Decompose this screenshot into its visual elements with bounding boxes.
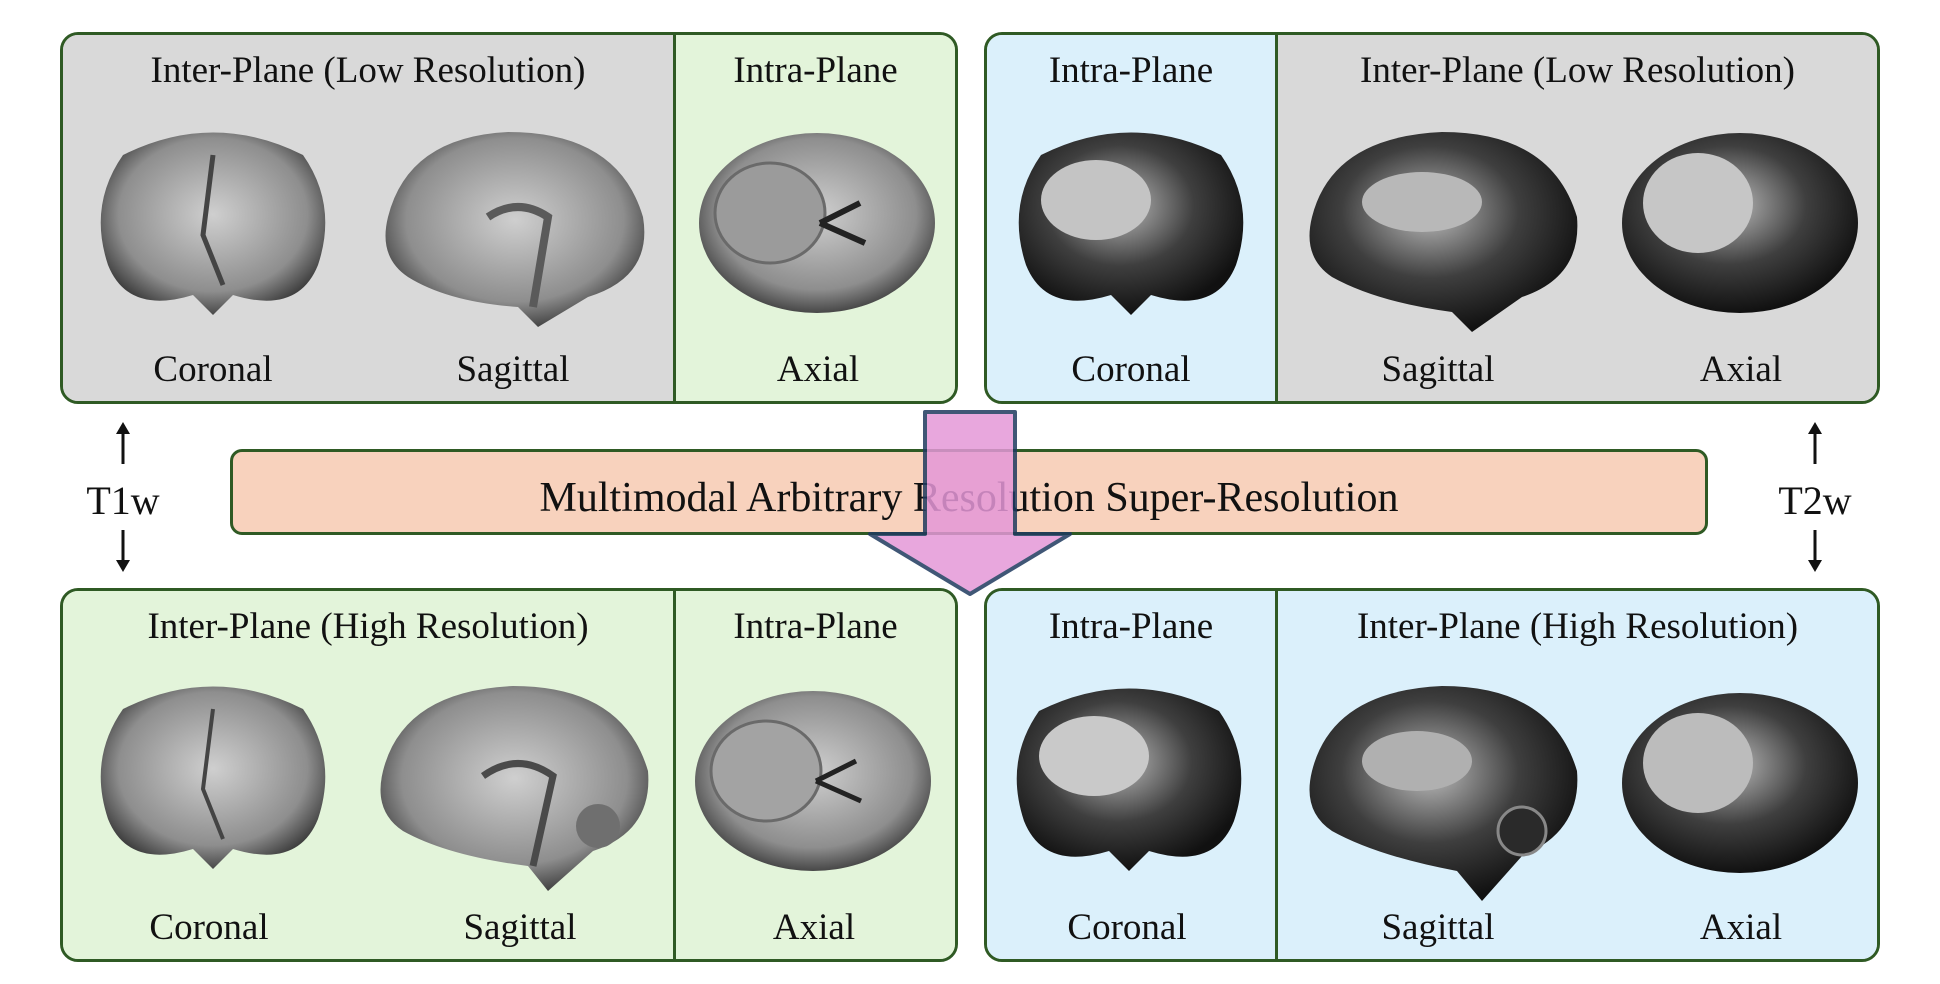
t2w-high-sagittal-label: Sagittal xyxy=(1381,907,1495,948)
t1w-low-sagittal-label: Sagittal xyxy=(456,349,570,390)
t2w-down-arrow-icon xyxy=(1808,530,1822,572)
t1w-high-divider xyxy=(673,591,676,959)
t2w-high-coronal-label: Coronal xyxy=(1067,907,1187,948)
t1w-high-sagittal-label: Sagittal xyxy=(463,907,577,948)
t1w-low-axial-label: Axial xyxy=(776,349,860,390)
t2w-low-axial-scan xyxy=(1622,133,1858,313)
t2w-low-panel: Intra-Plane Coronal Inter-Plane (Low Res… xyxy=(984,32,1880,404)
t1w-high-coronal-scan xyxy=(100,686,326,869)
t1w-low-coronal-scan xyxy=(100,132,326,315)
t2w-up-arrow-icon xyxy=(1808,422,1822,464)
t2w-high-inter-title: Inter-Plane (High Resolution) xyxy=(1356,606,1799,647)
t2w-high-axial-scan xyxy=(1622,693,1858,873)
t1w-high-axial-label: Axial xyxy=(772,907,856,948)
t2w-low-divider xyxy=(1275,35,1278,401)
t1w-label: T1w xyxy=(86,478,160,523)
t2w-high-intra-title: Intra-Plane xyxy=(1048,606,1214,647)
t1w-high-coronal-label: Coronal xyxy=(149,907,269,948)
t1w-high-sagittal-scan xyxy=(380,686,649,891)
t1w-high-axial-scan xyxy=(695,691,931,871)
t1w-up-arrow-icon xyxy=(116,422,130,464)
t2w-low-axial-label: Axial xyxy=(1699,349,1783,390)
t2w-low-inter-title: Inter-Plane (Low Resolution) xyxy=(1360,50,1795,91)
t2w-high-coronal-scan xyxy=(1016,688,1242,871)
t1w-low-inter-title: Inter-Plane (Low Resolution) xyxy=(150,50,586,91)
t2w-high-sagittal-scan xyxy=(1309,686,1578,901)
t2w-low-sagittal-scan xyxy=(1309,132,1578,332)
t2w-high-axial-label: Axial xyxy=(1699,907,1783,948)
t1w-high-intra-title: Intra-Plane xyxy=(733,606,898,647)
t1w-low-sagittal-scan xyxy=(385,132,645,327)
t1w-low-panel: Inter-Plane (Low Resolution) Coronal Sag… xyxy=(60,32,958,404)
t2w-high-divider xyxy=(1275,591,1278,959)
t2w-high-panel: Intra-Plane Coronal Inter-Plane (High Re… xyxy=(984,588,1880,962)
t1w-low-coronal-label: Coronal xyxy=(153,349,273,390)
t1w-low-intra-title: Intra-Plane xyxy=(733,50,898,91)
t1w-low-axial-scan xyxy=(699,133,935,313)
t2w-low-intra-title: Intra-Plane xyxy=(1048,50,1214,91)
t1w-high-inter-title: Inter-Plane (High Resolution) xyxy=(147,606,589,647)
t2w-low-coronal-scan xyxy=(1018,132,1244,315)
t2w-low-coronal-label: Coronal xyxy=(1071,349,1191,390)
down-arrow-icon xyxy=(868,410,1072,596)
t1w-down-arrow-icon xyxy=(116,530,130,572)
t1w-high-panel: Inter-Plane (High Resolution) Coronal Sa… xyxy=(60,588,958,962)
t2w-label: T2w xyxy=(1778,478,1852,523)
t1w-low-divider xyxy=(673,35,676,401)
t2w-low-sagittal-label: Sagittal xyxy=(1381,349,1495,390)
